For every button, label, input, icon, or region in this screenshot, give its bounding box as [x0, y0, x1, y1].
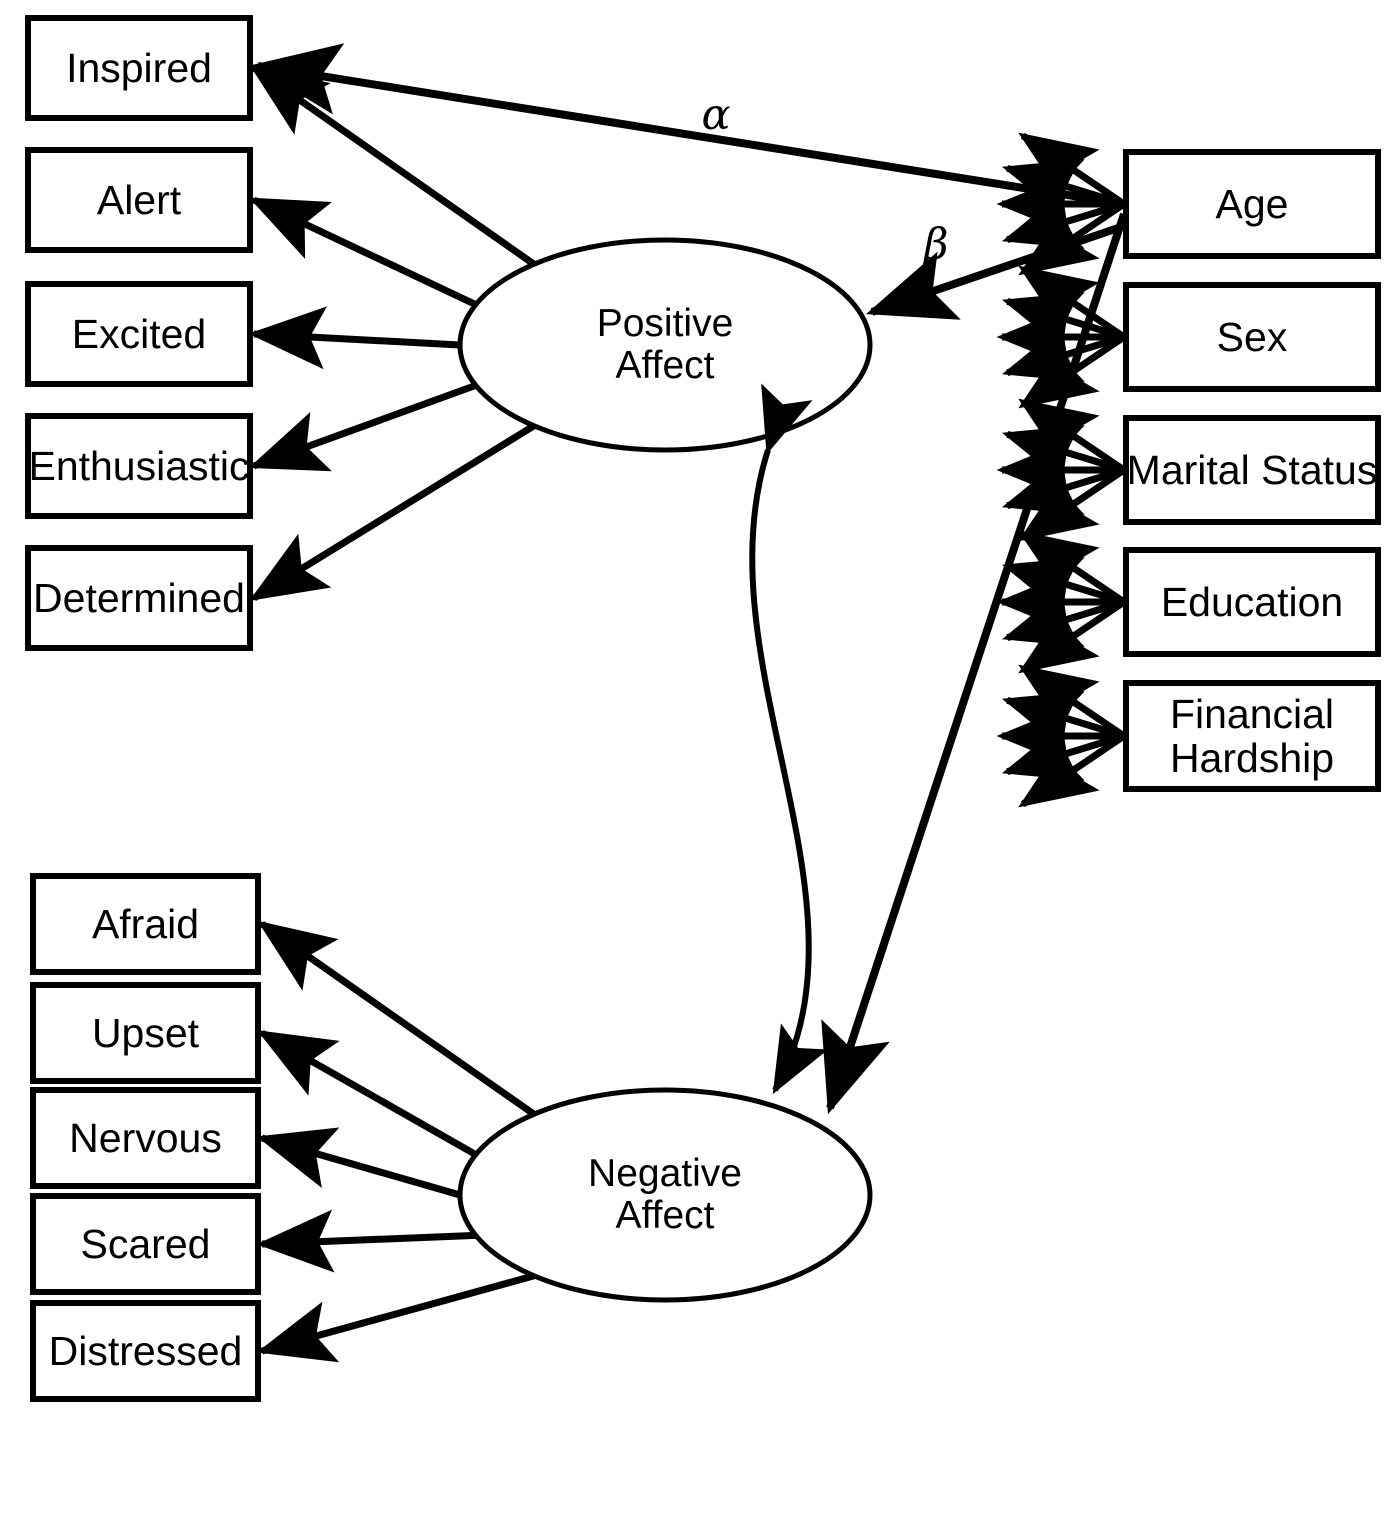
latent-oval-negative-affect: [457, 1087, 873, 1303]
loading-arrow-positive-determined: [249, 422, 536, 601]
residual-arrow-education-1: [1018, 599, 1126, 674]
covariate-box-sex: [1123, 282, 1381, 392]
residual-arrow-education-2: [1001, 586, 1126, 647]
indicator-box-scared: [30, 1193, 261, 1295]
beta-path-arrow: [865, 222, 1126, 320]
residual-arrow-age-5: [1018, 132, 1126, 207]
residual-arrow-marital-status-4: [1001, 425, 1126, 486]
indicator-box-excited: [25, 281, 253, 387]
covariate-box-marital-status: [1123, 415, 1381, 525]
loading-arrow-positive-enthusiastic: [248, 382, 477, 472]
residual-arrow-sex-4: [1001, 292, 1126, 353]
alpha-path-arrow: [251, 43, 1125, 208]
residual-arrow-financial-hardship-4: [1001, 691, 1126, 752]
loading-arrow-positive-inspired: [249, 64, 537, 268]
indicator-box-upset: [30, 982, 261, 1084]
structural-path-arrows: [251, 43, 1128, 1115]
loading-arrow-negative-upset: [257, 1029, 478, 1158]
negative-indicator-boxes: [30, 873, 261, 1402]
residual-arrow-sex-5: [1018, 265, 1126, 340]
loading-arrow-negative-afraid: [257, 920, 537, 1118]
residual-arrow-education-4: [1001, 557, 1126, 618]
loading-arrow-positive-excited: [248, 306, 461, 370]
latent-factor-ovals: [457, 237, 873, 1303]
affect-correlation-curve: [749, 383, 829, 1095]
covariate-residual-arrows: [996, 132, 1126, 808]
latent-oval-positive-affect: [457, 237, 873, 453]
positive-indicator-boxes: [25, 15, 253, 651]
covariate-to-negative-affect-arrow: [821, 212, 1128, 1115]
residual-arrow-marital-status-2: [1001, 454, 1126, 515]
residual-arrow-financial-hardship-2: [1001, 720, 1126, 781]
indicator-box-enthusiastic: [25, 413, 253, 519]
indicator-box-afraid: [30, 873, 261, 975]
covariate-boxes: [1123, 149, 1381, 792]
indicator-box-determined: [25, 545, 253, 651]
residual-arrow-marital-status-5: [1018, 398, 1126, 473]
loading-arrow-negative-distressed: [256, 1272, 535, 1363]
residual-arrow-sex-2: [1001, 321, 1126, 382]
loading-arrow-positive-alert: [248, 196, 478, 308]
indicator-box-nervous: [30, 1087, 261, 1189]
covariate-box-education: [1123, 547, 1381, 657]
residual-arrow-financial-hardship-1: [1018, 733, 1126, 808]
loading-arrow-negative-nervous: [256, 1127, 461, 1199]
indicator-box-distressed: [30, 1300, 261, 1402]
loading-arrow-negative-scared: [256, 1209, 476, 1273]
covariate-box-financial-hardship: [1123, 680, 1381, 792]
covariate-box-age: [1123, 149, 1381, 259]
residual-arrow-financial-hardship-5: [1018, 664, 1126, 739]
indicator-box-alert: [25, 147, 253, 253]
indicator-box-inspired: [25, 15, 253, 121]
residual-arrow-education-5: [1018, 530, 1126, 605]
